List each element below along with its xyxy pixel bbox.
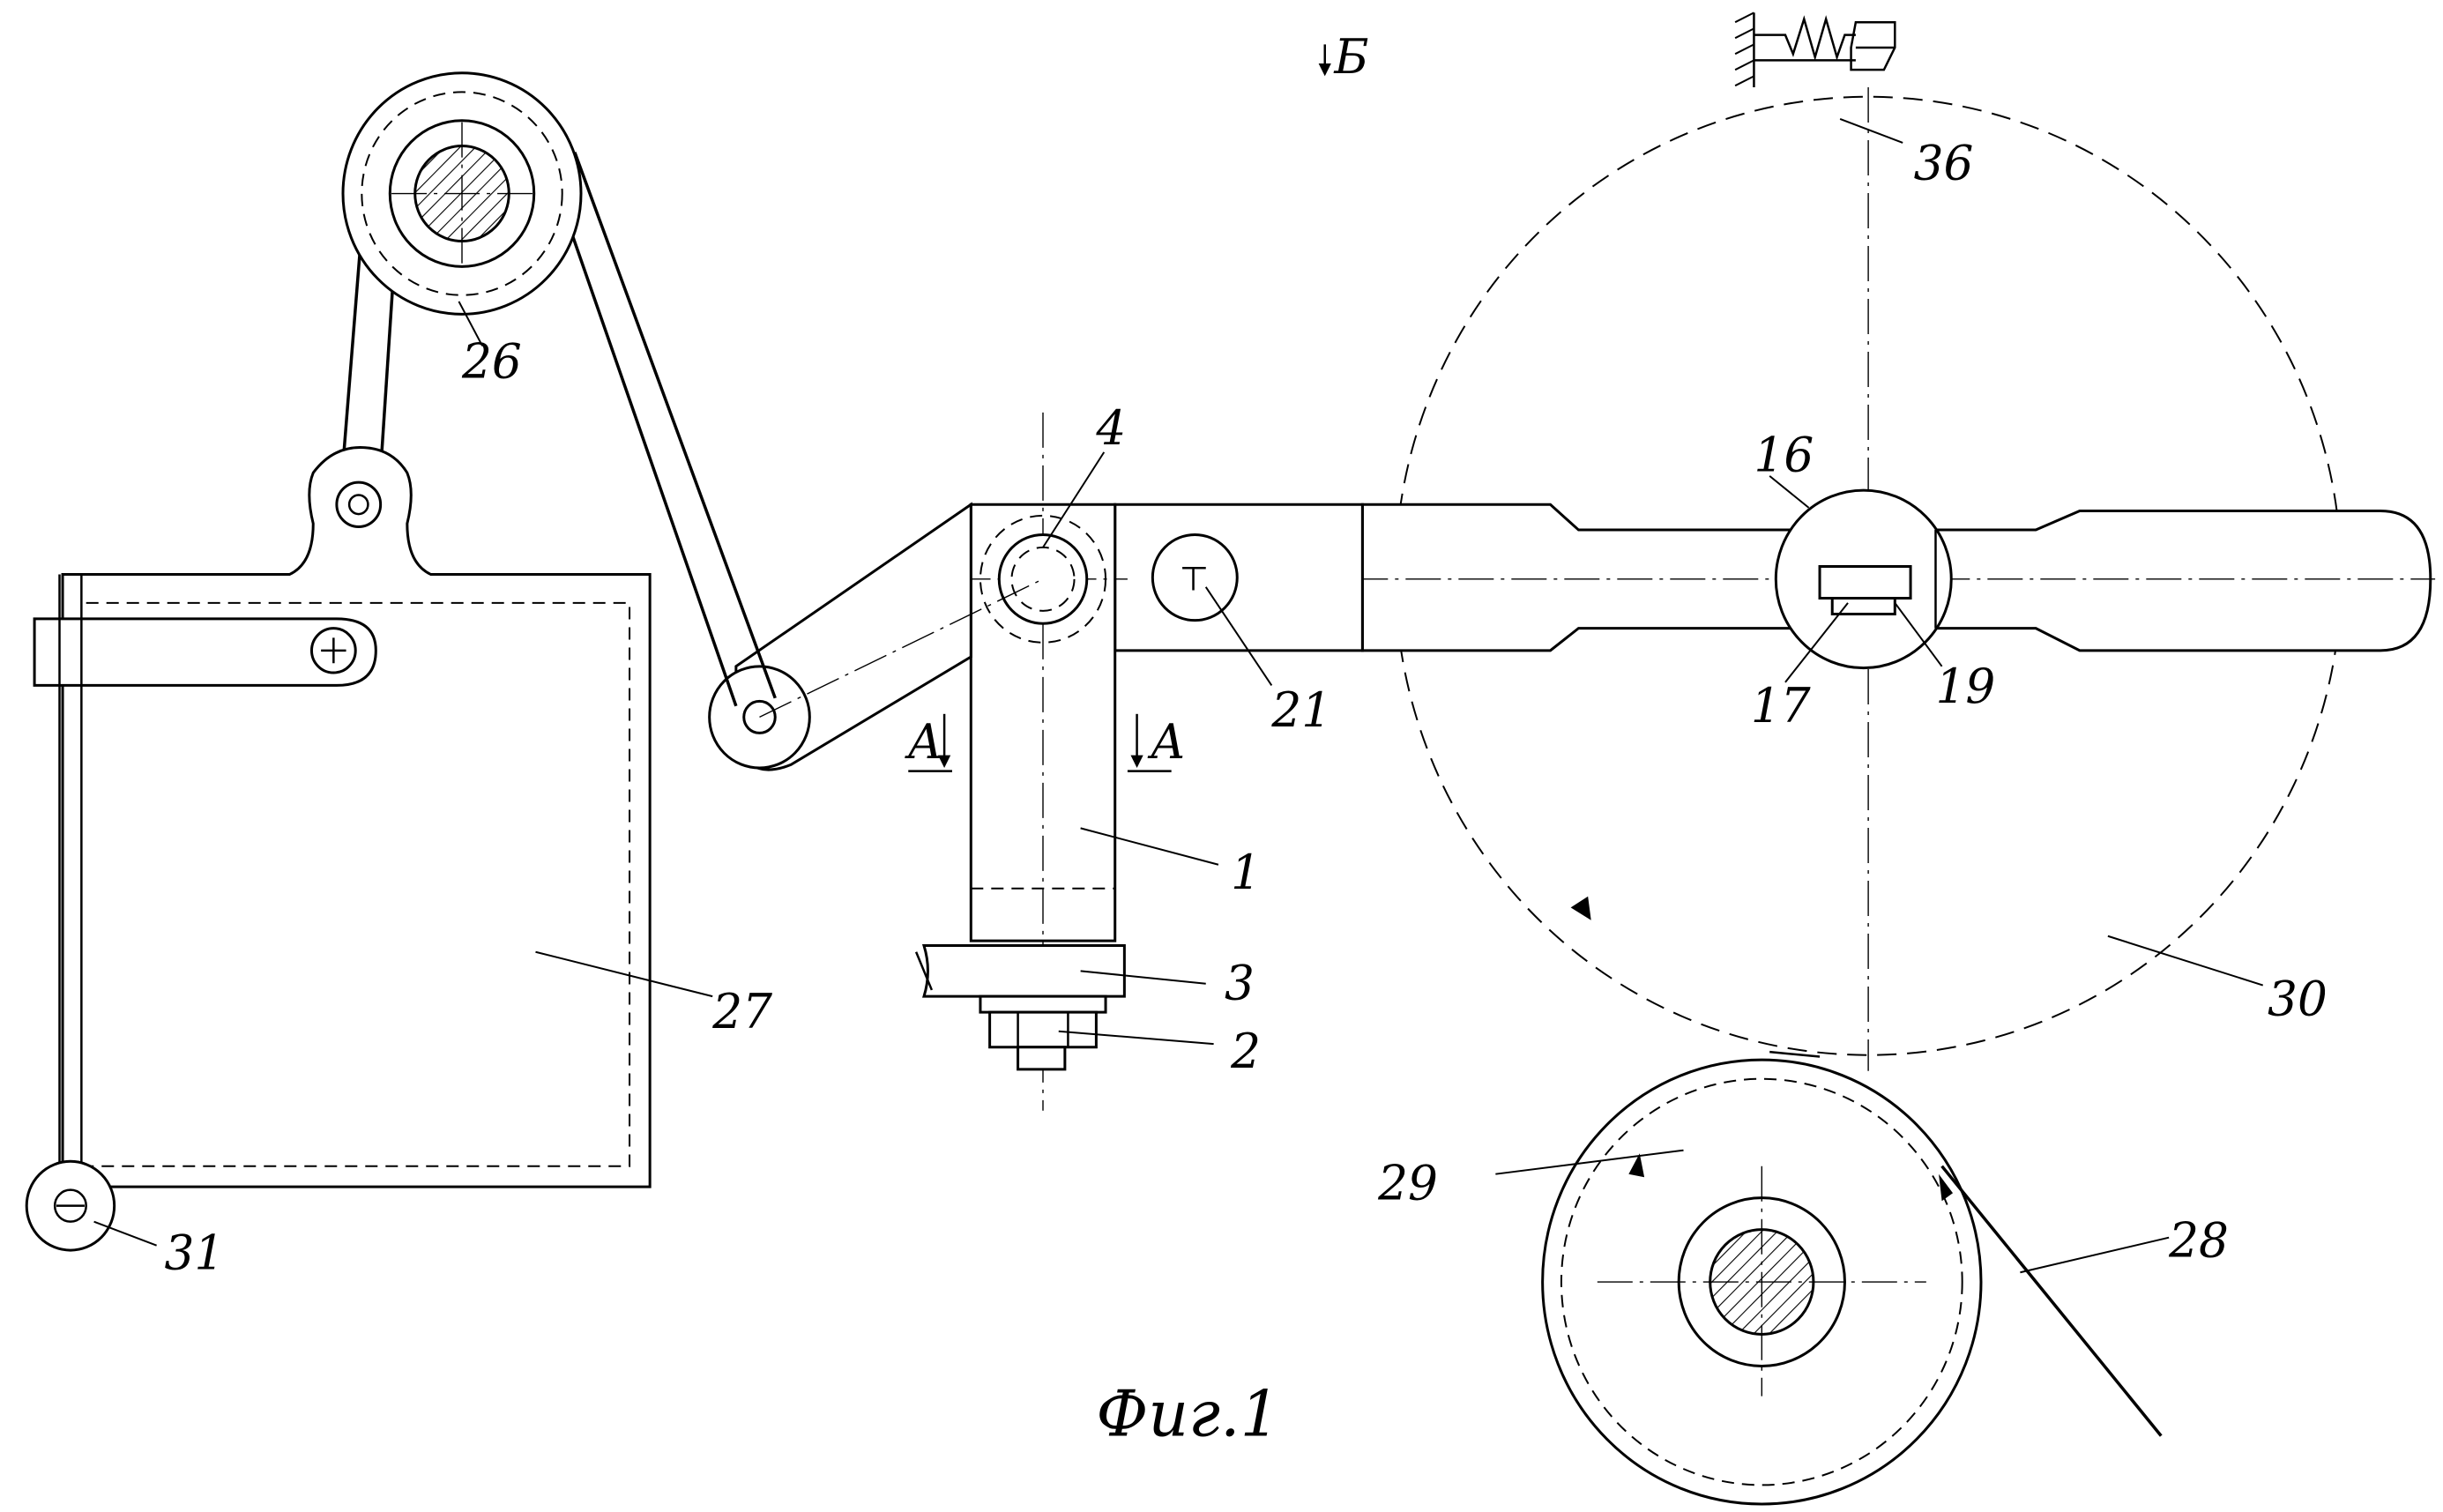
figure-caption: Фиг.1 xyxy=(1096,1377,1279,1451)
section-label-a-right: A xyxy=(1147,714,1185,770)
label-2: 2 xyxy=(1230,1024,1261,1079)
pulley-26 xyxy=(343,73,581,315)
label-29: 29 xyxy=(1377,1155,1438,1210)
label-21: 21 xyxy=(1270,682,1331,738)
section-mark-b: Б xyxy=(1319,28,1369,84)
label-27: 27 xyxy=(711,984,773,1039)
hub-16 xyxy=(1776,490,1951,668)
section-label-b: Б xyxy=(1333,28,1368,84)
label-31: 31 xyxy=(165,1225,225,1280)
coupling-link xyxy=(1115,504,1363,651)
label-17: 17 xyxy=(1751,677,1812,733)
wheel-29 xyxy=(1543,1052,2162,1504)
section-mark-a-right: A xyxy=(1128,714,1185,771)
label-4: 4 xyxy=(1095,400,1126,456)
label-3: 3 xyxy=(1225,955,1255,1010)
label-16: 16 xyxy=(1754,427,1814,482)
label-1: 1 xyxy=(1231,844,1261,899)
section-mark-a-left: A xyxy=(904,714,952,771)
plate-27 xyxy=(63,447,650,1187)
label-30: 30 xyxy=(2268,971,2328,1026)
label-26: 26 xyxy=(461,333,522,389)
label-19: 19 xyxy=(1935,659,1995,714)
roller-31 xyxy=(26,1161,114,1250)
label-28: 28 xyxy=(2168,1212,2229,1268)
label-36: 36 xyxy=(1914,135,1974,190)
base-plate-3 xyxy=(916,946,1124,997)
section-label-a-left: A xyxy=(904,714,942,770)
spring-stop-36 xyxy=(1735,12,1895,87)
pin-4 xyxy=(980,516,1106,643)
